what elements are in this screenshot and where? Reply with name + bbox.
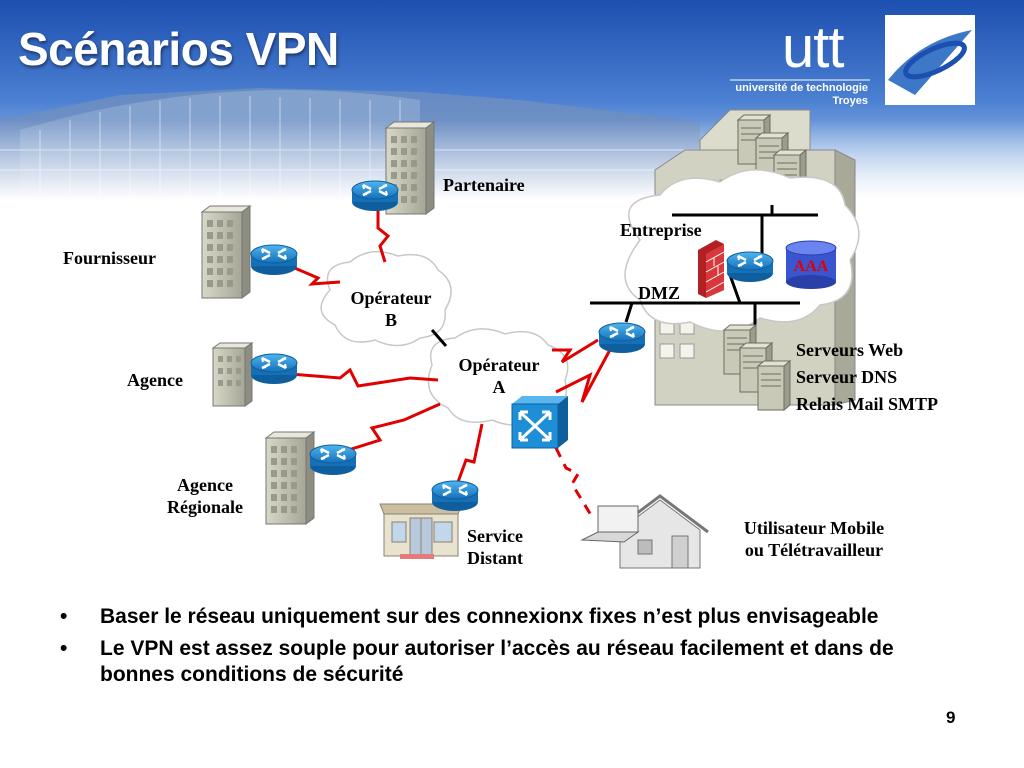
service-distant-label-line2: Distant (467, 548, 524, 568)
bullet-text: Le VPN est assez souple pour autoriser l… (100, 637, 894, 686)
bullet-dot-icon: • (60, 605, 68, 628)
utilisateur-mobile-label: Utilisateur Mobile ou Télétravailleur (705, 517, 923, 561)
aaa-server-icon (785, 240, 837, 289)
utt-logo-city: Troyes (832, 95, 868, 107)
partenaire-label: Partenaire (443, 175, 525, 195)
firewall-icon (698, 240, 725, 298)
bullet-list: • Baser le réseau uniquement sur des con… (60, 604, 960, 694)
vpn-network-diagram (201, 109, 860, 569)
aaa-label: AAA (793, 258, 829, 275)
operateur-b-label-line2: B (384, 310, 397, 330)
service-distant-label: Service Distant (467, 525, 523, 569)
service-distant-label-line1: Service (467, 526, 523, 546)
service-distant-router-icon (430, 479, 480, 513)
bullet-item: • Le VPN est assez souple pour autoriser… (60, 636, 960, 688)
operateur-b-label: Opérateur B (330, 287, 452, 331)
serveur-dns-label: Serveur DNS (796, 367, 898, 387)
utt-logo-text: utt (782, 15, 844, 80)
agence-regionale-router-icon (308, 443, 358, 477)
bullet-item: • Baser le réseau uniquement sur des con… (60, 604, 960, 630)
relais-mail-label: Relais Mail SMTP (796, 394, 938, 414)
operateur-b-label-line1: Opérateur (350, 288, 432, 308)
fournisseur-building-icon (201, 205, 251, 299)
entreprise-label: Entreprise (620, 220, 702, 240)
serveurs-web-label: Serveurs Web (796, 340, 904, 360)
serveurs-label: Serveurs Web Serveur DNS Relais Mail SMT… (796, 337, 938, 418)
agence-regionale-label-line1: Agence (177, 475, 233, 495)
operateur-a-label-line1: Opérateur (458, 355, 540, 375)
vpn-concentrator-icon (511, 396, 568, 449)
mobile-user-icon (580, 494, 709, 569)
operator-b-cloud (320, 250, 452, 347)
agence-label: Agence (127, 370, 183, 390)
enterprise-cloud (624, 169, 860, 332)
operateur-a-label-line2: A (492, 377, 506, 397)
fournisseur-label: Fournisseur (63, 248, 157, 268)
enterprise-core-router-icon (725, 250, 775, 284)
mobile-dialup-link (554, 447, 596, 521)
header-banner: Scénarios VPN utt université de technolo… (0, 0, 1024, 200)
agence-router-icon (249, 352, 299, 386)
partenaire-router-icon (350, 179, 400, 213)
dmz-label: DMZ (638, 283, 680, 303)
page-title: Scénarios VPN (18, 23, 339, 75)
utt-logo-subtitle: université de technologie (735, 82, 868, 94)
operateur-a-label: Opérateur A (438, 354, 560, 398)
bullet-text: Baser le réseau uniquement sur des conne… (100, 605, 879, 628)
utilisateur-mobile-label-line1: Utilisateur Mobile (743, 518, 885, 538)
utilisateur-mobile-label-line2: ou Télétravailleur (744, 540, 884, 560)
page-number: 9 (946, 708, 956, 727)
agence-building-icon (211, 342, 254, 407)
campus-background-image (0, 0, 1024, 200)
service-distant-shop-icon (379, 503, 463, 559)
agence-regionale-label-line2: Régionale (167, 497, 243, 517)
wan-links (289, 210, 614, 483)
agence-regionale-label: Agence Régionale (140, 474, 270, 518)
operator-interconnect (430, 329, 448, 347)
agence-regionale-building-icon (265, 431, 315, 525)
lan-buses (590, 205, 818, 338)
fournisseur-router-icon (249, 243, 299, 277)
bullet-dot-icon: • (60, 637, 68, 660)
enterprise-edge-router-icon (597, 321, 647, 355)
